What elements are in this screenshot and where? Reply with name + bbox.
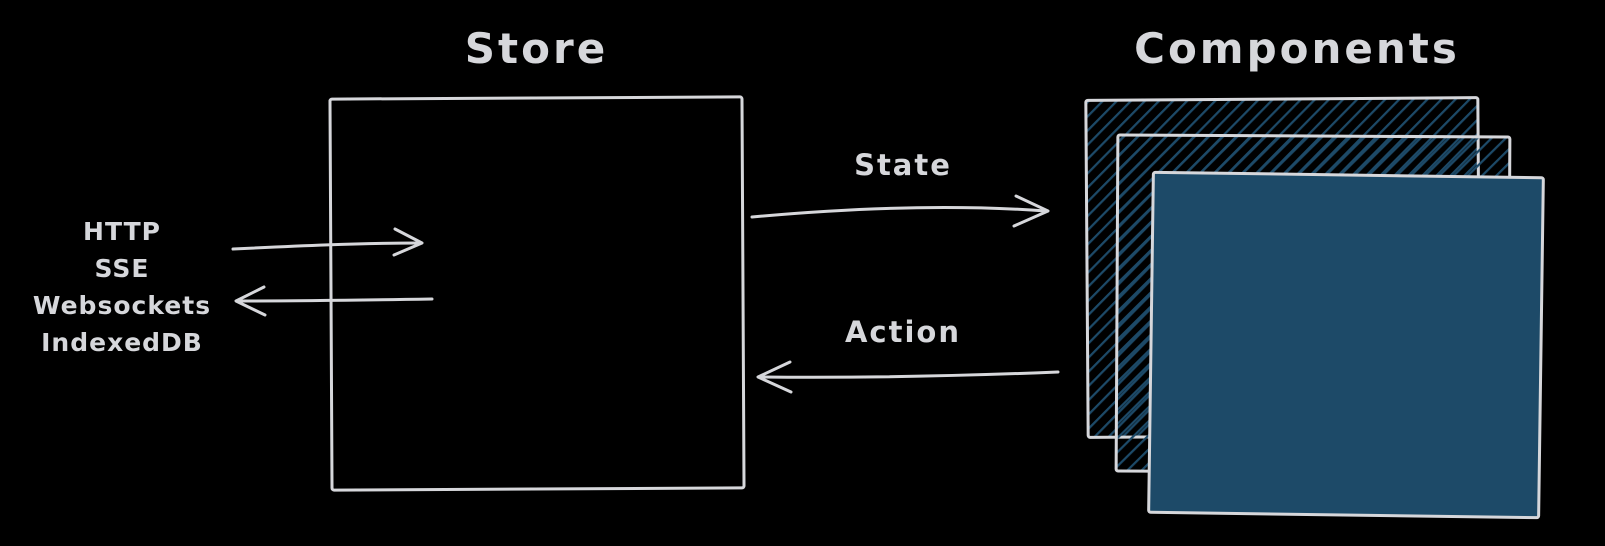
source-outbound-arrow-icon [234,285,434,317]
source-inbound-arrow-icon [231,227,424,257]
state-arrow-icon [750,194,1050,228]
source-item-sse: SSE [94,254,150,283]
source-item-http: HTTP [83,217,161,246]
source-item-indexeddb: IndexedDB [41,328,203,357]
store-title: Store [464,24,609,73]
component-card-front [1147,170,1545,520]
state-arrow-label: State [854,148,952,182]
action-arrow-label: Action [844,315,961,349]
store-box [328,95,746,492]
source-item-websockets: Websockets [32,291,212,320]
components-title: Components [1134,24,1460,73]
action-arrow-icon [756,360,1060,394]
source-list: HTTP SSE Websockets IndexedDB [22,213,222,361]
